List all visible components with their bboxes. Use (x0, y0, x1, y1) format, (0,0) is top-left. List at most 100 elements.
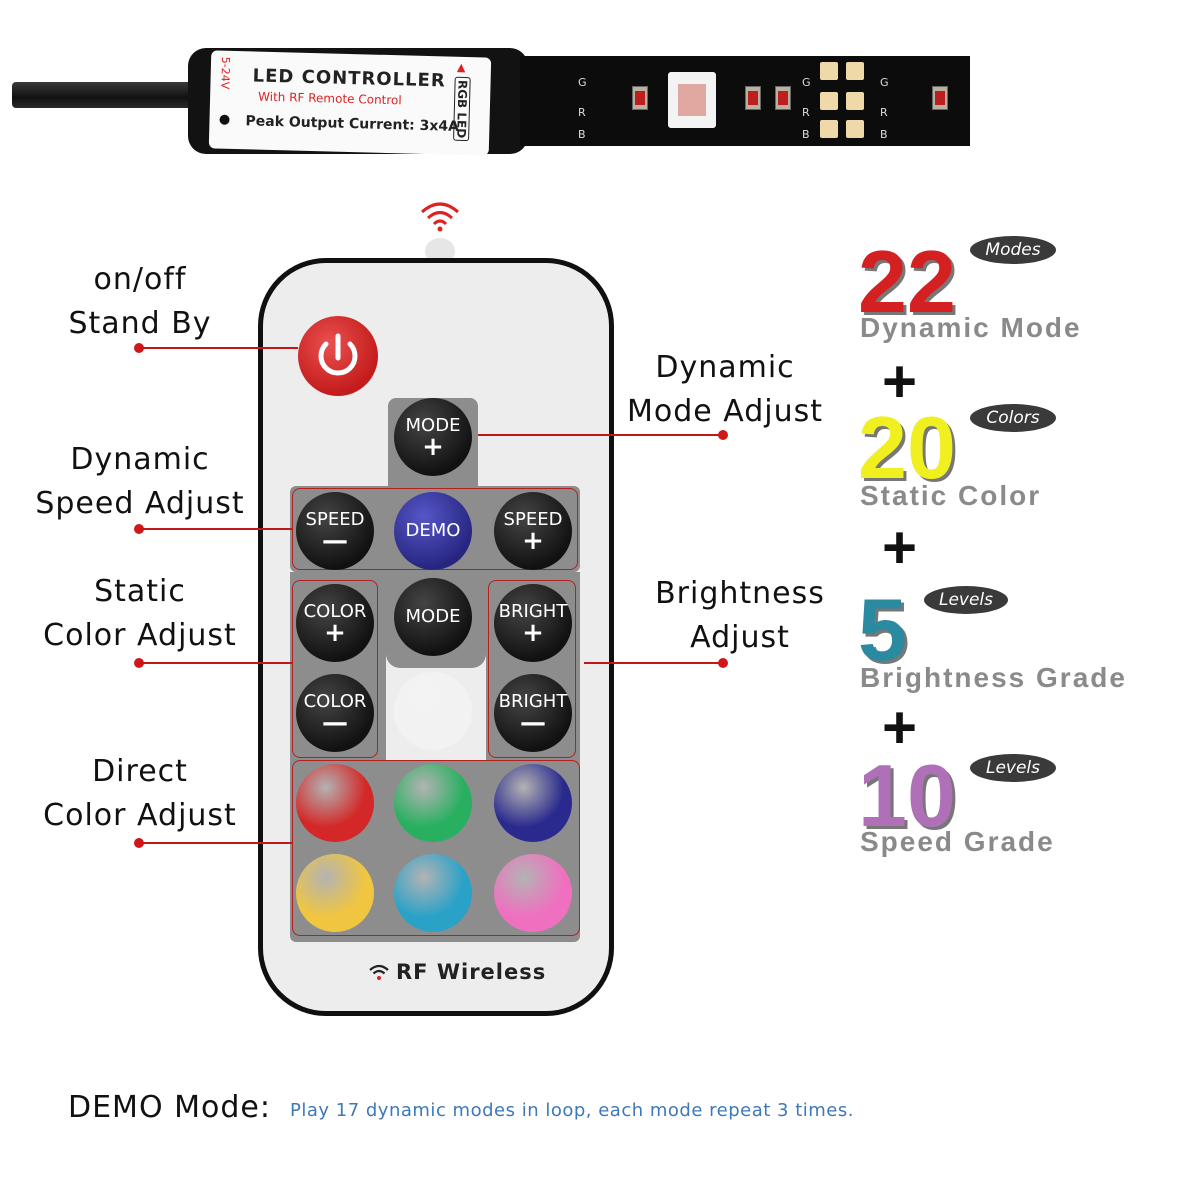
color-group-outline (292, 580, 378, 758)
green-color-button[interactable] (394, 764, 472, 842)
power-cable (12, 82, 212, 108)
pin-g: G (880, 76, 889, 89)
controller-title: LED CONTROLLER (252, 65, 446, 92)
callout-line (478, 434, 722, 436)
callout-line1: on/off (93, 262, 187, 297)
rf-wireless-text: RF Wireless (396, 960, 547, 984)
led-strip: G R B G R B G R B (520, 56, 970, 146)
solder-pad (846, 120, 864, 138)
solder-pad (820, 62, 838, 80)
pin-r: R (802, 106, 810, 119)
stat-number-colors: 20 (858, 398, 956, 497)
color-plus-label: COLOR (303, 601, 367, 622)
bright-group-outline (488, 580, 576, 758)
demo-mode-description: Play 17 dynamic modes in loop, each mode… (290, 1100, 854, 1121)
pin-b: B (802, 128, 810, 141)
power-button[interactable] (298, 316, 378, 396)
callout-dot (134, 343, 144, 353)
stat-label-brightness-grade: Brightness Grade (860, 662, 1127, 693)
callout-line1: Dynamic (70, 442, 210, 477)
dynamic-speed-callout: Dynamic Speed Adjust (30, 438, 250, 526)
onoff-callout: on/off Stand By (50, 258, 230, 346)
plus-icon: + (522, 618, 544, 648)
stat-label-dynamic-mode: Dynamic Mode (860, 312, 1082, 343)
mode-plus-button[interactable]: MODE + (394, 398, 472, 476)
callout-line (140, 528, 292, 530)
color-plus-button[interactable]: COLOR + (296, 584, 374, 662)
stat-label-static-color: Static Color (860, 480, 1042, 511)
plus-sign: + (882, 694, 918, 761)
stat-number-brightness: 5 (858, 580, 907, 679)
callout-dot (718, 430, 728, 440)
minus-icon: — (322, 708, 348, 738)
mode-plus-label: MODE (405, 415, 461, 436)
dynamic-mode-callout: Dynamic Mode Adjust (620, 346, 830, 434)
pin-g: G (802, 76, 811, 89)
callout-dot (134, 838, 144, 848)
solder-pad (846, 92, 864, 110)
callout-line2: Color Adjust (43, 798, 237, 833)
bright-plus-button[interactable]: BRIGHT + (494, 584, 572, 662)
white-color-button[interactable] (394, 672, 472, 750)
pin-r: R (880, 106, 888, 119)
callout-line2: Adjust (690, 620, 790, 655)
led-chip (668, 72, 716, 128)
callout-line2: Stand By (68, 306, 212, 341)
color-minus-button[interactable]: COLOR — (296, 674, 374, 752)
resistor (745, 86, 761, 110)
wireless-signal-icon (421, 202, 459, 232)
blue-color-button[interactable] (494, 764, 572, 842)
red-color-button[interactable] (296, 764, 374, 842)
pin-g: G (578, 76, 587, 89)
callout-line (584, 662, 724, 664)
demo-mode-title: DEMO Mode: (68, 1090, 271, 1125)
bright-minus-button[interactable]: BRIGHT — (494, 674, 572, 752)
plus-sign: + (882, 348, 918, 415)
demo-label: DEMO (405, 520, 461, 541)
voltage-text: 5-24V (218, 56, 233, 90)
speed-minus-label: SPEED (305, 509, 365, 530)
yellow-color-button[interactable] (296, 854, 374, 932)
warning-icon: ▲ (456, 60, 466, 75)
rgb-led-tag: RGB LED (453, 76, 471, 142)
callout-line1: Static (94, 574, 186, 609)
stat-pill-brightness: Levels (924, 586, 1008, 614)
stat-pill-colors: Colors (970, 404, 1056, 432)
minus-icon: — (322, 526, 348, 556)
plus-icon: + (522, 526, 544, 556)
resistor (632, 86, 648, 110)
mode-label: MODE (405, 606, 461, 627)
callout-line1: Brightness (655, 576, 825, 611)
resistor (775, 86, 791, 110)
solder-pad (820, 92, 838, 110)
solder-pad (846, 62, 864, 80)
callout-dot (718, 658, 728, 668)
bright-plus-label: BRIGHT (498, 601, 568, 622)
callout-line2: Color Adjust (43, 618, 237, 653)
color-minus-label: COLOR (303, 691, 367, 712)
resistor (932, 86, 948, 110)
direct-color-callout: Direct Color Adjust (30, 750, 250, 838)
plus-icon: + (324, 618, 346, 648)
power-icon (318, 333, 358, 376)
speed-plus-button[interactable]: SPEED + (494, 492, 572, 570)
static-color-callout: Static Color Adjust (30, 570, 250, 658)
callout-line1: Dynamic (655, 350, 795, 385)
speed-minus-button[interactable]: SPEED — (296, 492, 374, 570)
callout-line (140, 662, 292, 664)
callout-line2: Mode Adjust (626, 394, 824, 429)
controller-label: 5-24V LED CONTROLLER With RF Remote Cont… (208, 50, 492, 156)
stat-label-speed-grade: Speed Grade (860, 826, 1055, 857)
pink-color-button[interactable] (494, 854, 572, 932)
plus-icon: + (422, 432, 444, 462)
callout-line1: Direct (92, 754, 188, 789)
stat-pill-speed: Levels (970, 754, 1056, 782)
bright-minus-label: BRIGHT (498, 691, 568, 712)
mode-button[interactable]: MODE (394, 578, 472, 656)
solder-pad (820, 120, 838, 138)
controller-output: Peak Output Current: 3x4A (245, 113, 460, 135)
demo-button[interactable]: DEMO (394, 492, 472, 570)
cyan-color-button[interactable] (394, 854, 472, 932)
stat-number-modes: 22 (858, 232, 956, 331)
plus-sign: + (882, 514, 918, 581)
